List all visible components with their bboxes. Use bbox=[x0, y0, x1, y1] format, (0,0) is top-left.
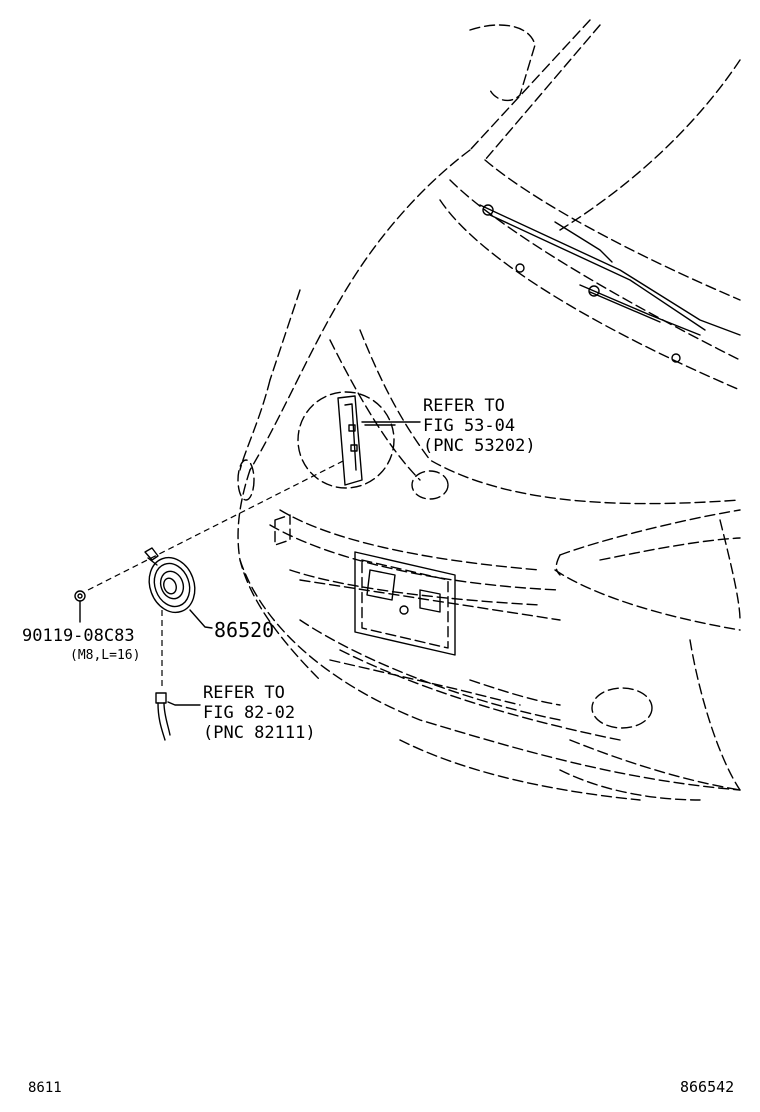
hood-latch-detail bbox=[297, 391, 396, 489]
callout-fig-53-line2: FIG 53-04 bbox=[423, 416, 515, 436]
bolt-part-number: 90119-08C83 bbox=[22, 626, 135, 646]
callout-fig-53-line1: REFER TO bbox=[423, 396, 505, 416]
bolt-spec: (M8,L=16) bbox=[70, 648, 140, 663]
callout-fig-53-line3: (PNC 53202) bbox=[423, 436, 536, 456]
vehicle-front-outline bbox=[237, 19, 741, 801]
leader-lines bbox=[79, 421, 421, 706]
horn-assembly bbox=[74, 547, 196, 741]
horn-part-number: 86520 bbox=[214, 618, 274, 642]
callout-fig-82-line3: (PNC 82111) bbox=[203, 723, 316, 743]
callout-fig-82: REFER TO FIG 82-02 (PNC 82111) bbox=[203, 683, 316, 743]
callout-fig-53: REFER TO FIG 53-04 (PNC 53202) bbox=[423, 396, 536, 456]
footer-left-code: 8611 bbox=[28, 1080, 62, 1096]
callout-fig-82-line2: FIG 82-02 bbox=[203, 703, 295, 723]
callout-fig-82-line1: REFER TO bbox=[203, 683, 285, 703]
footer-right-code: 866542 bbox=[680, 1078, 734, 1096]
